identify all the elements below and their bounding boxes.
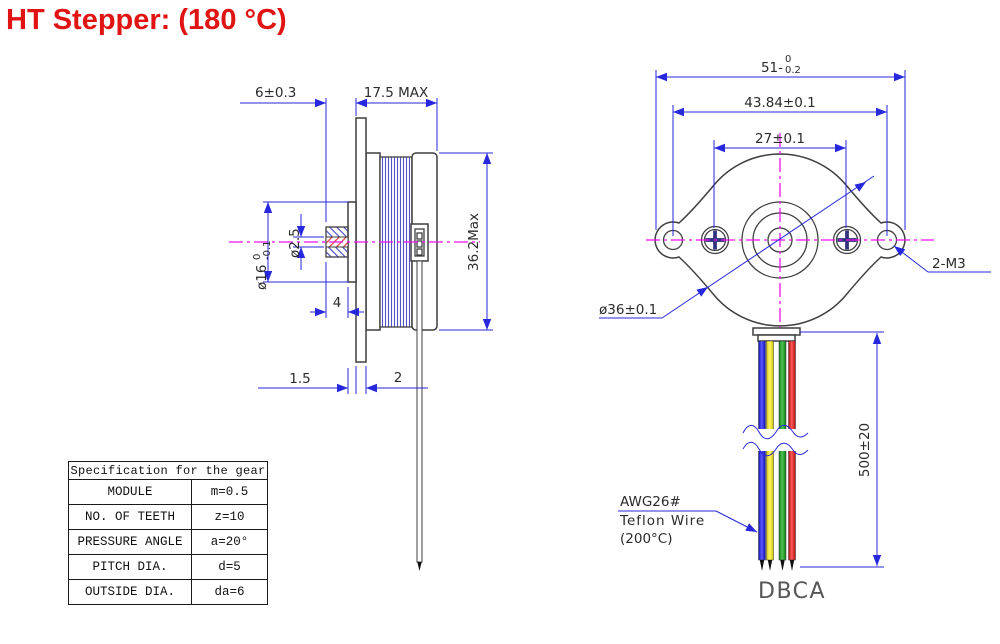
gear-row-value: d=5 xyxy=(191,554,268,580)
gear-row-value: a=20° xyxy=(191,529,268,555)
gear-row-label: PITCH DIA. xyxy=(68,554,192,580)
svg-text:17.5 MAX: 17.5 MAX xyxy=(364,85,428,101)
table-row: PITCH DIA. d=5 xyxy=(68,554,268,580)
dim-body-diameter: ø36±0.1 xyxy=(599,175,875,319)
side-view: 6±0.3 17.5 MAX ø16 0 -0.1 xyxy=(229,85,493,571)
gear-row-label: OUTSIDE DIA. xyxy=(68,579,192,605)
svg-text:27±0.1: 27±0.1 xyxy=(755,131,805,147)
svg-text:6±0.3: 6±0.3 xyxy=(255,85,296,101)
svg-text:(200°C): (200°C) xyxy=(620,531,672,547)
dim-screw-span: 27±0.1 xyxy=(713,131,847,228)
dim-tapped-holes: 2-M3 xyxy=(893,245,991,273)
wire-designators-label: DBCA xyxy=(758,579,826,604)
mounting-flange xyxy=(355,117,367,363)
dim-body-length: 17.5 MAX xyxy=(356,85,438,151)
dim-body-height: 36.2Max xyxy=(439,152,493,331)
dim-mount-hole-span: 43.84±0.1 xyxy=(672,95,888,236)
table-row: OUTSIDE DIA. da=6 xyxy=(68,579,268,605)
gear-row-value: da=6 xyxy=(191,579,268,605)
svg-text:ø36±0.1: ø36±0.1 xyxy=(599,302,657,318)
svg-text:2-M3: 2-M3 xyxy=(932,256,966,272)
table-row: NO. OF TEETH z=10 xyxy=(68,504,268,530)
svg-text:AWG26#: AWG26# xyxy=(620,494,681,510)
dim-overall-width: 51- 0 0.2 xyxy=(655,54,906,230)
table-row: MODULE m=0.5 xyxy=(68,479,268,505)
table-row: PRESSURE ANGLE a=20° xyxy=(68,529,268,555)
gear-row-label: MODULE xyxy=(68,479,192,505)
dim-pilot-dia: ø16 0 -0.1 xyxy=(252,201,349,290)
svg-text:ø2.5: ø2.5 xyxy=(287,228,303,258)
gear-table-title: Specification for the gear xyxy=(68,461,268,480)
lead-wire-side xyxy=(416,260,423,571)
svg-text:-0.1: -0.1 xyxy=(262,240,273,260)
svg-text:500±20: 500±20 xyxy=(857,423,873,477)
svg-text:43.84±0.1: 43.84±0.1 xyxy=(744,95,815,111)
svg-text:1.5: 1.5 xyxy=(289,371,310,387)
dim-shaft-dia: ø2.5 xyxy=(287,214,324,270)
svg-text:0: 0 xyxy=(785,54,791,65)
dim-boss-flange-thickness: 1.5 2 xyxy=(258,366,428,394)
wire-exit-neck xyxy=(752,327,801,342)
svg-text:0: 0 xyxy=(252,254,263,260)
svg-text:4: 4 xyxy=(333,295,342,311)
page-title: HT Stepper: (180 °C) xyxy=(6,4,287,36)
dim-gear-length: 4 xyxy=(310,262,364,318)
svg-text:51-: 51- xyxy=(761,60,783,76)
dim-wire-length: 500±20 xyxy=(800,331,884,568)
gear-row-value: z=10 xyxy=(191,504,268,530)
gear-row-label: NO. OF TEETH xyxy=(68,504,192,530)
wire-note: AWG26# Teflon Wire (200°C) xyxy=(618,494,758,547)
svg-text:Teflon Wire: Teflon Wire xyxy=(619,513,705,529)
gear-row-value: m=0.5 xyxy=(191,479,268,505)
svg-text:0.2: 0.2 xyxy=(785,65,801,76)
gear-spec-table: Specification for the gear MODULE m=0.5 … xyxy=(68,461,268,605)
svg-text:ø16: ø16 xyxy=(254,265,270,290)
wire-break-symbol xyxy=(741,424,811,457)
svg-text:2: 2 xyxy=(394,370,403,386)
gear-row-label: PRESSURE ANGLE xyxy=(68,529,192,555)
front-view: 51- 0 0.2 43.84±0.1 27±0.1 xyxy=(599,54,991,604)
svg-text:36.2Max: 36.2Max xyxy=(466,213,482,271)
lead-wires xyxy=(758,340,796,571)
